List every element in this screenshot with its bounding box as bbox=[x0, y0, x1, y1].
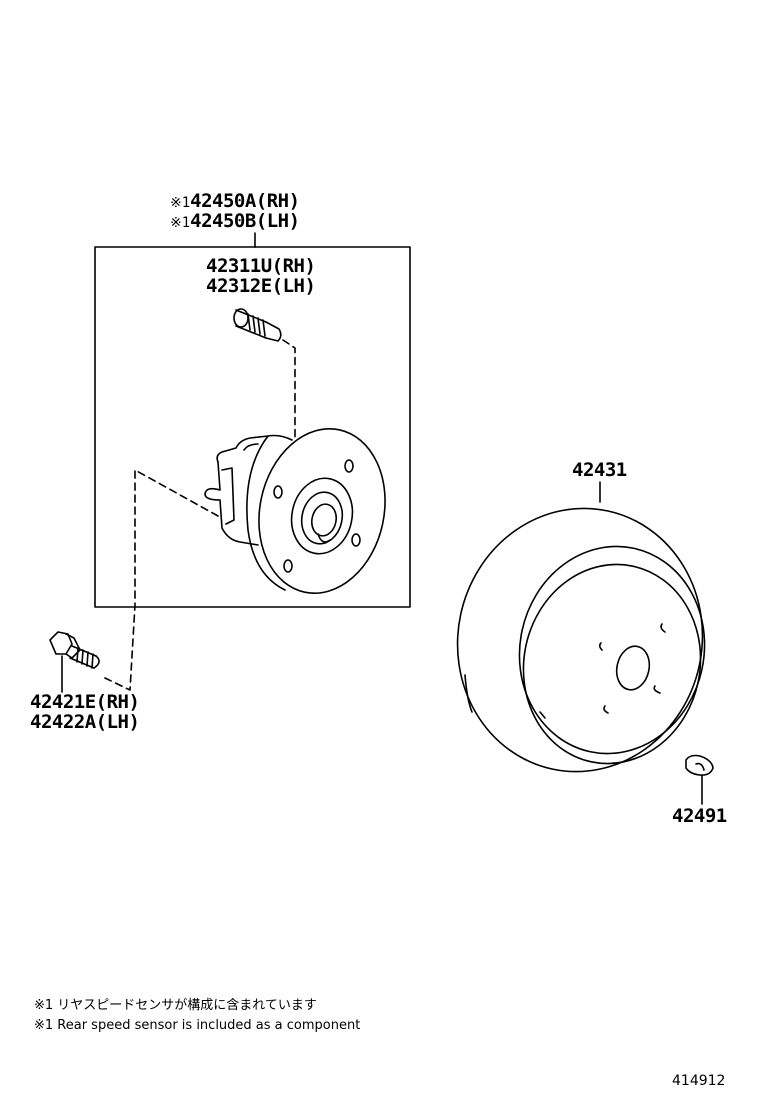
hub-bearing-icon bbox=[204, 427, 386, 595]
hub-set-bolt-icon bbox=[49, 631, 100, 669]
hub-set-bolt-label-lh: 42422A(LH) bbox=[30, 711, 140, 733]
hub-assy-part-lh: 42450B(LH) bbox=[190, 210, 300, 232]
plug-icon bbox=[685, 754, 714, 776]
hub-bolt-icon bbox=[233, 308, 282, 342]
hub-assy-label-rh: ※142450A(RH) bbox=[170, 191, 300, 213]
leader-hub-set-bolt bbox=[104, 469, 219, 691]
note-mark: ※1 bbox=[170, 215, 191, 231]
footnote-jp: ※1 リヤスピードセンサが構成に含まれています bbox=[34, 998, 317, 1013]
note-mark: ※1 bbox=[170, 195, 191, 211]
hub-set-bolt-label-rh: 42421E(RH) bbox=[30, 691, 140, 713]
brake-disc-icon bbox=[456, 507, 706, 773]
hub-bolt-label-rh: 42311U(RH) bbox=[206, 255, 316, 277]
illustration-number: 414912 bbox=[672, 1073, 726, 1089]
hub-assy-box bbox=[94, 246, 411, 608]
leader-hub-bolt bbox=[282, 339, 296, 439]
hub-bolt-label-lh: 42312E(LH) bbox=[206, 275, 316, 297]
hub-assy-part-rh: 42450A(RH) bbox=[190, 190, 300, 212]
plug-label: 42491 bbox=[672, 805, 727, 827]
hub-assy-label-lh: ※142450B(LH) bbox=[170, 211, 300, 233]
footnote-en: ※1 Rear speed sensor is included as a co… bbox=[34, 1018, 361, 1033]
disc-label: 42431 bbox=[572, 459, 627, 481]
